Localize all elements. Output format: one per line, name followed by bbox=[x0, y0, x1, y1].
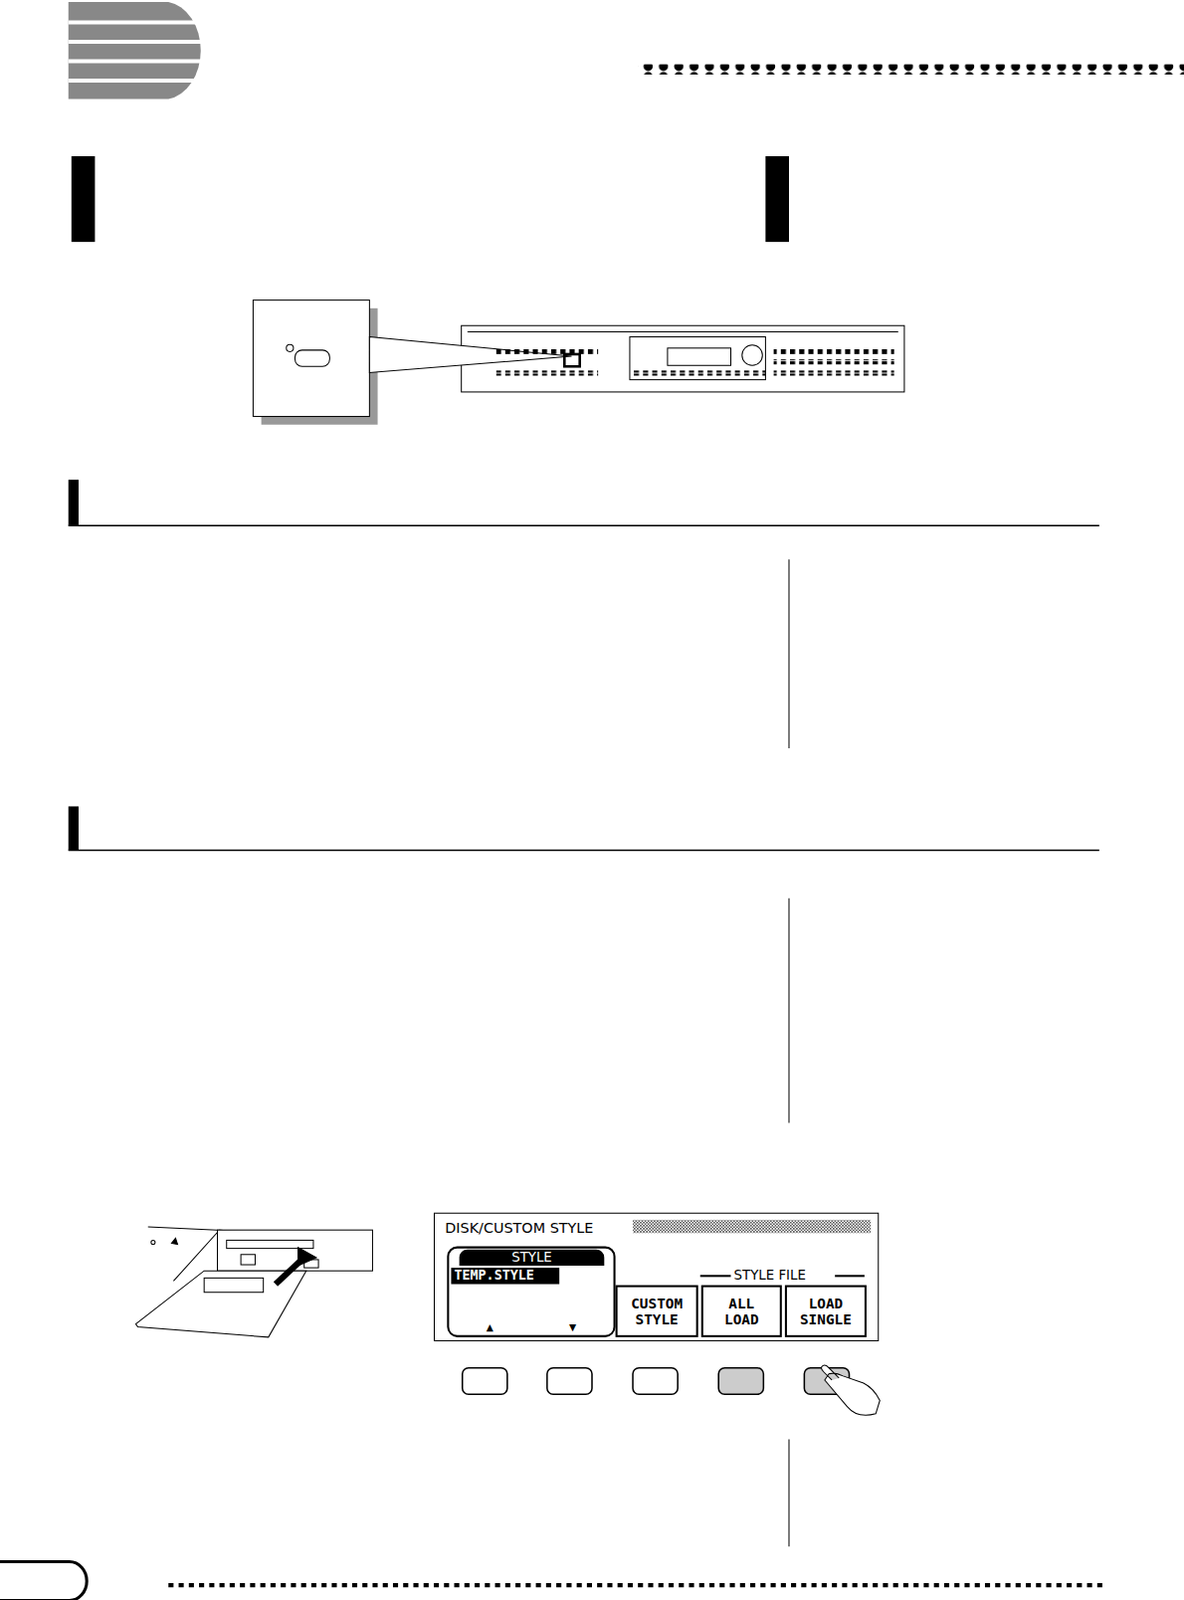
menu-box: CUSTOM STYLE bbox=[615, 1285, 699, 1338]
floppy-illustration bbox=[135, 1226, 373, 1338]
node-text: TEMP.STYLE bbox=[450, 1267, 560, 1284]
node-text: CUSTOM STYLE bbox=[624, 1295, 689, 1327]
title-bar bbox=[71, 156, 96, 242]
panel-button bbox=[462, 1368, 850, 1395]
node-text: LOAD SINGLE bbox=[793, 1295, 858, 1327]
menu-box: LOAD SINGLE bbox=[785, 1285, 867, 1338]
dotted-rule bbox=[168, 1582, 1103, 1587]
page-tab bbox=[0, 1562, 87, 1600]
node-text: STYLE bbox=[459, 1249, 605, 1266]
node-text: ▼ bbox=[565, 1321, 580, 1333]
title-bar bbox=[765, 156, 790, 242]
group-label: STYLE FILE bbox=[732, 1268, 808, 1283]
section-heading bbox=[68, 479, 1100, 850]
pressing-hand bbox=[821, 1365, 881, 1415]
header-tab bbox=[68, 1, 206, 99]
margin-rule bbox=[788, 559, 790, 1547]
lcd-display: DISK/CUSTOM STYLE STYLETEMP.STYLE ▲ ▼ CUSTOM… bbox=[433, 1212, 879, 1342]
style-list-panel: STYLETEMP.STYLE ▲ ▼ bbox=[446, 1246, 615, 1338]
node-text: DISK/CUSTOM STYLE bbox=[444, 1219, 639, 1236]
title-hatch bbox=[632, 1219, 871, 1233]
dotted-rule bbox=[637, 64, 1184, 75]
menu-box: ALL LOAD bbox=[701, 1285, 783, 1338]
node-text: ALL LOAD bbox=[709, 1295, 774, 1327]
node-text: ▲ bbox=[482, 1321, 497, 1333]
panel-illustration bbox=[252, 300, 904, 425]
